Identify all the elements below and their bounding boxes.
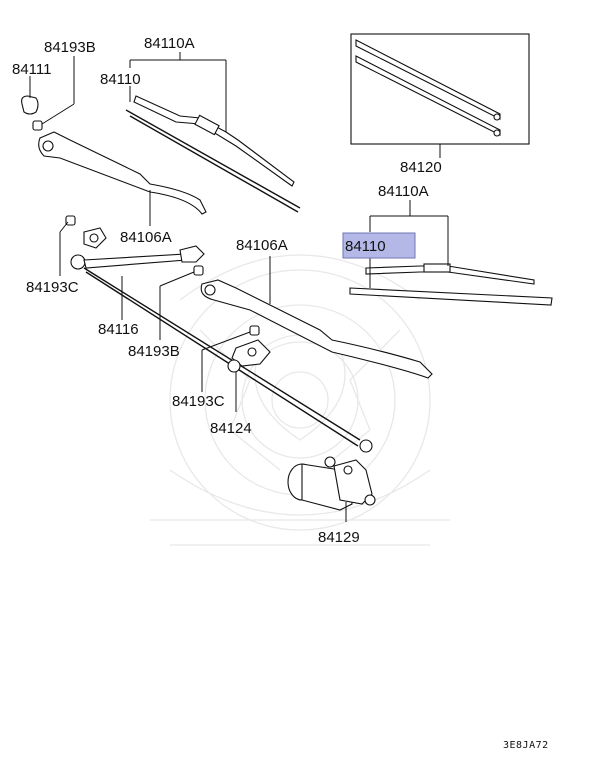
label-84124[interactable]: 84124 (210, 420, 252, 437)
wiper-arm-right (200, 279, 433, 379)
nut-84193c-bottom (249, 325, 260, 336)
diagram-code: 3E8JA72 (503, 740, 549, 751)
label-84193c-left[interactable]: 84193C (26, 279, 79, 296)
pivot-84124 (227, 339, 271, 373)
label-84106a-left[interactable]: 84106A (120, 229, 172, 246)
label-84116[interactable]: 84116 (98, 321, 139, 338)
label-84193b-mid[interactable]: 84193B (128, 343, 180, 360)
label-84193b-top[interactable]: 84193B (44, 39, 96, 56)
wiper-motor-84129 (287, 456, 376, 511)
label-84120[interactable]: 84120 (400, 159, 442, 176)
label-84110-right[interactable]: 84110 (345, 238, 386, 255)
label-84106a-right[interactable]: 84106A (236, 237, 288, 254)
nut-84193c-left (65, 215, 76, 226)
leader-lines (29, 52, 449, 522)
wiper-blade-right (349, 263, 553, 306)
nut-84193b-top (32, 120, 43, 131)
label-84111[interactable]: 84111 (12, 61, 52, 78)
wiper-arm-left (38, 131, 207, 215)
cap-84111 (21, 95, 39, 115)
label-84193c-bottom[interactable]: 84193C (172, 393, 225, 410)
linkage-rod-84116 (70, 245, 373, 453)
label-84110a-left[interactable]: 84110A (144, 35, 195, 52)
highlight-box[interactable] (342, 232, 416, 259)
label-84110a-right[interactable]: 84110A (378, 183, 429, 200)
nut-84193b-mid (193, 265, 204, 276)
refill-box (350, 33, 530, 145)
pivot-left (83, 227, 107, 249)
wiper-blade-left (125, 95, 301, 213)
label-84129[interactable]: 84129 (318, 529, 360, 546)
label-84110-left[interactable]: 84110 (100, 71, 141, 88)
